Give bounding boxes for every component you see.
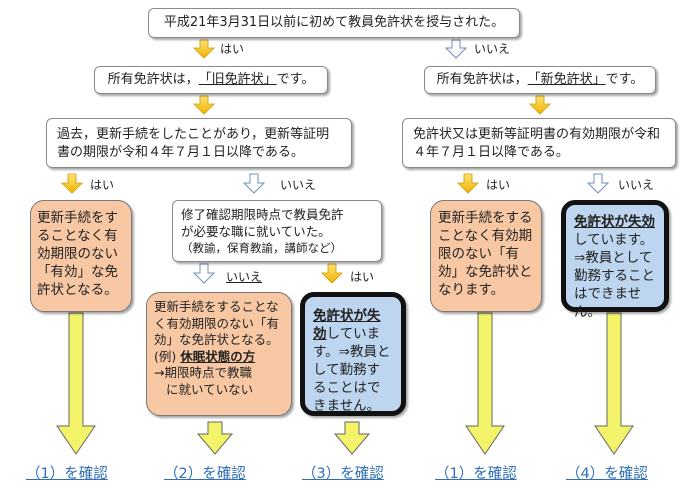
left-question-box: 過去，更新手続をしたことがあり，更新等証明書の期限が令和４年７月１日以降である。 (46, 118, 352, 168)
arrow-q2-yes (321, 263, 343, 284)
big-arrow-c3 (333, 421, 371, 455)
big-arrow-c4 (594, 312, 634, 455)
confirm-link-2[interactable]: （2）を確認 (164, 466, 246, 482)
confirm-link-1b[interactable]: （1）を確認 (435, 466, 517, 482)
branch-yes-label: はい (220, 42, 245, 56)
q2-no-label: いいえ (226, 270, 263, 284)
new-license-prefix: 所有免許状は， (436, 72, 528, 87)
new-license-suffix: です。 (605, 72, 644, 87)
q2-yes-label: はい (350, 270, 375, 284)
old-license-name: 「旧免許状」 (198, 72, 277, 87)
right-no-label: いいえ (618, 178, 655, 192)
old-license-suffix: です。 (276, 72, 315, 87)
new-license-name: 「新免許状」 (527, 72, 606, 87)
result-dormant-main: 更新手続をすることなく有効期限のない「有効」な免許状となる。 (154, 299, 280, 347)
result-expired-old: 免許状が失効しています。⇒教員として勤務することはできません。 (300, 292, 406, 416)
result-expired-old-title: 免許状が失効 (313, 308, 381, 342)
result-valid-old-text: 更新手続をすることなく有効期限のない「有効」な免許状となる。 (37, 210, 118, 298)
branch-no-label: いいえ (474, 42, 511, 56)
arrow-right-2 (529, 95, 551, 115)
arrow-left-yes (61, 173, 83, 194)
result-expired-new-title: 免許状が失効 (574, 214, 655, 230)
result-expired-new-body: しています。⇒教員として勤務することはできません。 (574, 232, 655, 320)
arrow-right-yes (457, 173, 479, 194)
result-dormant-keyword: 休眠状態の方 (180, 348, 256, 364)
arrow-q2-no (192, 263, 216, 284)
old-license-box: 所有免許状は，「旧免許状」です。 (94, 66, 328, 94)
result-valid-new: 更新手続をすることなく有効期限のない「有効」な免許状となります。 (430, 200, 542, 312)
big-arrow-c2 (196, 421, 234, 455)
q2-line2: が必要な職に就いていた。 (181, 224, 331, 239)
result-expired-old-body: しています。⇒教員として勤務することはできません。 (313, 326, 391, 414)
result-dormant-line2: に就いていない (166, 381, 254, 397)
right-question-box: 免許状又は更新等証明書の有効期限が令和４年７月１日以降である。 (402, 118, 676, 168)
top-condition-box: 平成21年3月31日以前に初めて教員免許状を授与された。 (148, 8, 520, 38)
right-question-text: 免許状又は更新等証明書の有効期限が令和４年７月１日以降である。 (413, 127, 661, 160)
q2-line3: （教諭，保育教諭，講師など） (181, 241, 342, 255)
left-no-label: いいえ (280, 178, 317, 192)
confirm-link-4[interactable]: （4）を確認 (566, 466, 648, 482)
result-expired-new: 免許状が失効しています。⇒教員として勤務することはできません。 (561, 200, 669, 320)
active-duty-question-box: 修了確認期限時点で教員免許 が必要な職に就いていた。 （教諭，保育教諭，講師など… (172, 200, 382, 262)
result-valid-new-text: 更新手続をすることなく有効期限のない「有効」な免許状となります。 (438, 210, 533, 298)
result-dormant-example: (例) (154, 348, 177, 364)
result-valid-old: 更新手続をすることなく有効期限のない「有効」な免許状となる。 (30, 200, 132, 312)
top-condition-text: 平成21年3月31日以前に初めて教員免許状を授与された。 (163, 15, 505, 30)
arrow-left-2 (193, 95, 215, 115)
arrow-right-no (586, 173, 610, 194)
big-arrow-c1b (465, 312, 505, 455)
arrow-left-no (242, 173, 266, 194)
right-yes-label: はい (486, 178, 511, 192)
q2-line1: 修了確認期限時点で教員免許 (181, 207, 344, 222)
left-question-text: 過去，更新手続をしたことがあり，更新等証明書の期限が令和４年７月１日以降である。 (57, 127, 330, 160)
result-dormant-line1: →期限時点で教職 (154, 365, 252, 380)
result-valid-dormant: 更新手続をすることなく有効期限のない「有効」な免許状となる。 (例) 休眠状態の… (146, 292, 292, 416)
new-license-box: 所有免許状は，「新免許状」です。 (424, 66, 656, 94)
confirm-link-1[interactable]: （1）を確認 (26, 466, 108, 482)
arrow-yes-1 (193, 39, 215, 59)
arrow-no-1 (444, 39, 468, 59)
confirm-link-3[interactable]: （3）を確認 (302, 466, 384, 482)
left-yes-label: はい (90, 178, 115, 192)
old-license-prefix: 所有免許状は， (107, 72, 199, 87)
big-arrow-c1 (56, 312, 96, 455)
